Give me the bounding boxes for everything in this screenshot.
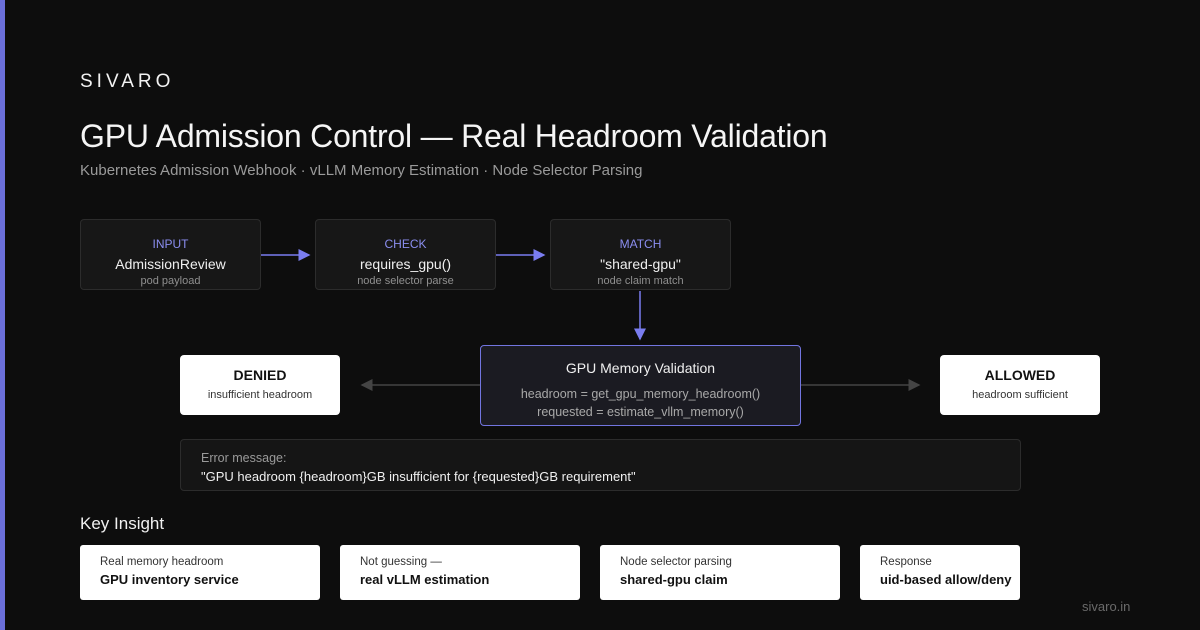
validation-title: GPU Memory Validation: [565, 360, 716, 376]
insight-card-value: GPU inventory service: [100, 572, 239, 587]
denied-title: DENIED: [233, 367, 287, 383]
step-main: requires_gpu(): [359, 256, 452, 272]
step-sub: node claim match: [597, 275, 684, 287]
step-match: MATCH "shared-gpu" node claim match: [550, 219, 731, 290]
allowed-sub: headroom sufficient: [972, 389, 1068, 401]
insight-card-label: Node selector parsing: [620, 556, 732, 568]
insight-card-label: Response: [880, 556, 932, 568]
insight-card-label: Not guessing —: [360, 556, 442, 568]
validation-headroom-line: headroom = get_gpu_memory_headroom(): [520, 387, 761, 401]
page-title: GPU Admission Control — Real Headroom Va…: [80, 118, 828, 154]
step-sub: pod payload: [140, 275, 201, 287]
insight-card: Node selector parsing shared-gpu claim: [600, 545, 840, 600]
step-check: CHECK requires_gpu() node selector parse: [315, 219, 496, 290]
insight-card: Response uid-based allow/deny: [860, 545, 1020, 600]
step-kind: CHECK: [384, 237, 427, 251]
brand-logo: SIVARO: [80, 71, 175, 92]
insight-card: Not guessing — real vLLM estimation: [340, 545, 580, 600]
validation-requested-line: requested = estimate_vllm_memory(): [537, 405, 744, 419]
insight-card-value: uid-based allow/deny: [880, 572, 1012, 587]
step-sub: node selector parse: [357, 275, 454, 287]
step-main: "shared-gpu": [600, 256, 681, 272]
error-message: "GPU headroom {headroom}GB insufficient …: [201, 469, 636, 484]
insight-card: Real memory headroom GPU inventory servi…: [80, 545, 320, 600]
error-message-box: Error message: "GPU headroom {headroom}G…: [180, 439, 1021, 491]
key-insight-title: Key Insight: [80, 514, 165, 533]
allowed-box: ALLOWED headroom sufficient: [940, 355, 1100, 415]
error-label: Error message:: [201, 451, 287, 465]
insight-card-value: real vLLM estimation: [360, 572, 490, 587]
insight-card-value: shared-gpu claim: [620, 572, 728, 587]
step-input: INPUT AdmissionReview pod payload: [80, 219, 261, 290]
insight-card-label: Real memory headroom: [100, 556, 224, 568]
page-subtitle: Kubernetes Admission Webhook · vLLM Memo…: [80, 162, 643, 179]
denied-box: DENIED insufficient headroom: [180, 355, 340, 415]
footer-link[interactable]: sivaro.in: [1082, 599, 1131, 614]
step-main: AdmissionReview: [115, 256, 226, 272]
denied-sub: insufficient headroom: [207, 389, 313, 401]
gpu-memory-validation: GPU Memory Validation headroom = get_gpu…: [480, 345, 801, 426]
allowed-title: ALLOWED: [984, 367, 1056, 383]
step-kind: MATCH: [619, 237, 662, 251]
step-kind: INPUT: [152, 237, 189, 251]
accent-bar: [0, 0, 5, 630]
